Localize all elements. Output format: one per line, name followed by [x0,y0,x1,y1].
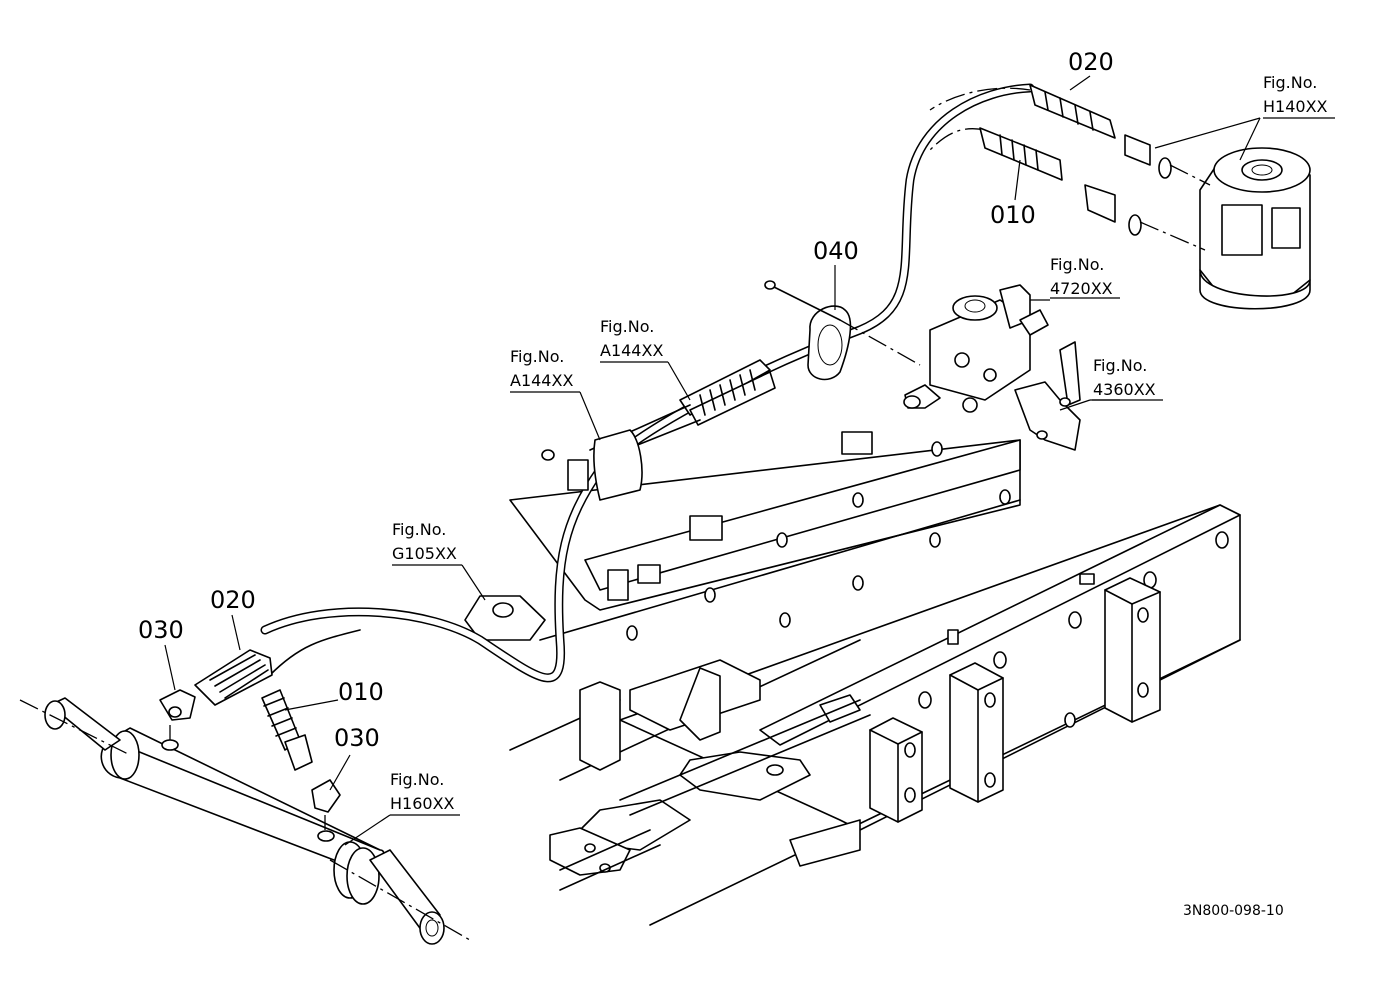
drawing-number: 3N800-098-10 [1183,903,1284,919]
callout-030-left: 030 [138,616,184,644]
part-number-label: 040 [813,237,859,265]
chassis-frame [464,431,1241,926]
callout-010-bottom: 010 [338,678,384,706]
mounting-block [949,662,1004,803]
figref-code: 4720XX [1050,279,1113,298]
figref-label: Fig.No. [390,770,444,789]
callout-020-top: 020 [1068,48,1114,76]
figref-4360: Fig.No. 4360XX [1093,356,1156,399]
steering-cylinder [19,697,471,945]
hose-end-020-top [1029,84,1151,166]
steering-unit [1128,147,1311,310]
hose-end-020-bottom [194,649,273,706]
callout-010-top: 010 [990,201,1036,229]
part-number-label: 020 [1068,48,1114,76]
part-number-label: 020 [210,586,256,614]
figref-label: Fig.No. [1263,73,1317,92]
figref-code: 4360XX [1093,380,1156,399]
mounting-block [1104,577,1161,723]
part-number-label: 030 [138,616,184,644]
elbow-fitting-030-left [159,689,196,740]
figref-code: H140XX [1263,97,1328,116]
figref-a144-lower: Fig.No. A144XX [510,347,573,390]
hose-end-010-bottom [261,689,313,771]
figref-code: A144XX [510,371,573,390]
figref-a144-upper: Fig.No. A144XX [600,317,663,360]
figref-g105: Fig.No. G105XX [392,520,457,563]
figref-label: Fig.No. [1093,356,1147,375]
figref-4720: Fig.No. 4720XX [1050,255,1113,298]
clamp-040 [764,280,921,381]
steering-valve [903,284,1049,413]
part-number-label: 010 [338,678,384,706]
callout-040: 040 [813,237,859,265]
part-number-label: 030 [334,724,380,752]
callout-030-right: 030 [334,724,380,752]
cable-springs-a144 [541,359,776,501]
callout-020-bottom: 020 [210,586,256,614]
hydraulic-hose-secondary [269,87,1031,676]
mounting-block [869,717,923,823]
figref-h160: Fig.No. H160XX [390,770,455,813]
leader-lines [164,75,1335,846]
elbow-fitting-030-right [311,779,341,830]
figref-code: G105XX [392,544,457,563]
part-number-label: 010 [990,201,1036,229]
hose-end-010-top [979,127,1116,223]
figref-label: Fig.No. [392,520,446,539]
figref-h140: Fig.No. H140XX [1263,73,1328,116]
figref-label: Fig.No. [1050,255,1104,274]
figref-label: Fig.No. [510,347,564,366]
figref-label: Fig.No. [600,317,654,336]
figref-code: H160XX [390,794,455,813]
valve-bracket [1014,341,1081,451]
figref-code: A144XX [600,341,663,360]
